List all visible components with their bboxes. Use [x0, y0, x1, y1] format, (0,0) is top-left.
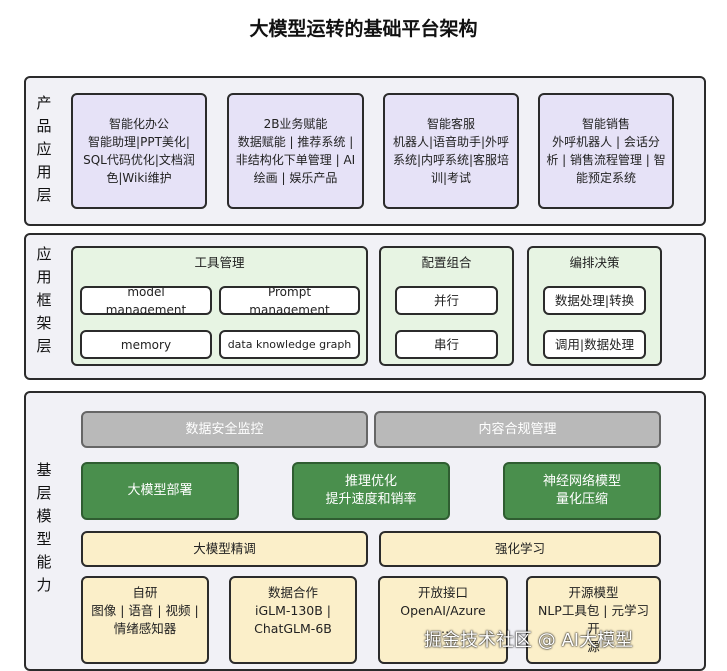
data-security-monitoring: 数据安全监控	[81, 411, 368, 448]
box-line: 非结构化下单管理 | AI	[235, 153, 356, 167]
orchestration-panel-title: 编排决策	[569, 255, 620, 270]
box-line: 源	[587, 639, 600, 654]
capability-quantization: 神经网络模型 量化压缩	[503, 462, 661, 520]
label-char: 应	[36, 140, 52, 158]
tools-panel-title: 工具管理	[194, 255, 245, 270]
tool-knowledge-graph: data knowledge graph	[219, 330, 360, 359]
watermark: 掘金技术社区 @ AI大模型	[424, 630, 634, 651]
box-line: 能预定系统	[575, 171, 636, 185]
framework-layer-label: 应 用 框 架 层	[33, 243, 55, 358]
box-line: OpenAI/Azure	[400, 603, 486, 618]
box-line: 外呼机器人 | 会话分	[552, 135, 660, 149]
label-char: 能	[36, 553, 52, 571]
config-panel-title: 配置组合	[421, 255, 472, 270]
label-char: 架	[36, 314, 52, 332]
content-compliance: 内容合规管理	[374, 411, 661, 448]
capability-inference: 推理优化 提升速度和销率	[292, 462, 450, 520]
box-title: 智能化办公	[108, 117, 169, 131]
label-char: 层	[36, 186, 52, 204]
source-inhouse: 自研 图像 | 语音 | 视频 | 情绪感知器	[81, 576, 209, 664]
box-line: …	[436, 621, 450, 636]
box-line: 量化压缩	[555, 492, 608, 507]
label-char: 框	[36, 291, 52, 309]
box-line: 神经网络模型	[542, 474, 621, 489]
label-char: 应	[36, 245, 52, 263]
product-box-service: 智能客服 机器人|语音助手|外呼 系统|内呼系统|客服培 训|考试	[383, 93, 519, 209]
box-line: 情绪感知器	[113, 621, 177, 636]
label-char: 用	[36, 268, 52, 286]
base-layer-label: 基 层 模 型 能 力	[33, 459, 55, 597]
tool-model-management: model management	[80, 286, 212, 315]
orchestration-invoke: 调用|数据处理	[543, 330, 646, 359]
box-line: ChatGLM-6B	[254, 621, 332, 636]
box-line: 智能助理|PPT美化|	[88, 135, 190, 149]
box-line: 提升速度和销率	[325, 492, 417, 507]
box-line: 系统|内呼系统|客服培	[392, 153, 510, 167]
box-line: 推理优化	[344, 474, 397, 489]
box-title: 自研	[132, 585, 158, 600]
box-title: 智能销售	[581, 117, 630, 131]
tool-prompt-management: Prompt management	[219, 286, 360, 315]
label-char: 力	[36, 576, 52, 594]
box-line: NLP工具包 | 元学习开	[537, 603, 649, 636]
label-char: 层	[36, 484, 52, 502]
box-line: 析 | 销售流程管理 | 智	[546, 153, 666, 167]
label-char: 模	[36, 507, 52, 525]
product-box-sales: 智能销售 外呼机器人 | 会话分 析 | 销售流程管理 | 智 能预定系统	[538, 93, 674, 209]
reinforcement-learning-box: 强化学习	[379, 531, 661, 567]
source-data-partnership: 数据合作 iGLM-130B | ChatGLM-6B	[229, 576, 357, 664]
box-title: 数据合作	[267, 585, 318, 600]
finetuning-box: 大模型精调	[81, 531, 368, 567]
box-title: 开源模型	[568, 585, 619, 600]
box-line: 大模型部署	[127, 483, 193, 498]
box-line: 图像 | 语音 | 视频 |	[91, 603, 199, 618]
box-line: 训|考试	[430, 171, 472, 185]
capability-deployment: 大模型部署	[81, 462, 239, 520]
orchestration-transform: 数据处理|转换	[543, 286, 646, 315]
diagram-title: 大模型运转的基础平台架构	[249, 18, 478, 40]
label-char: 层	[36, 337, 52, 355]
box-line: 绘画 | 娱乐产品	[253, 171, 338, 185]
tool-memory: memory	[80, 330, 212, 359]
box-title: 2B业务赋能	[263, 117, 328, 131]
box-line: SQL代码优化|文档润	[83, 153, 195, 167]
box-line: 机器人|语音助手|外呼	[392, 135, 510, 149]
label-char: 产	[36, 94, 52, 112]
label-char: 基	[36, 461, 52, 479]
source-open-source-models: 开源模型 NLP工具包 | 元学习开 源	[526, 576, 661, 664]
box-line: 数据赋能 | 推荐系统 |	[237, 135, 354, 149]
product-box-2b: 2B业务赋能 数据赋能 | 推荐系统 | 非结构化下单管理 | AI 绘画 | …	[227, 93, 364, 209]
label-char: 型	[36, 530, 52, 548]
config-serial: 串行	[395, 330, 498, 359]
config-parallel: 并行	[395, 286, 498, 315]
box-line: iGLM-130B |	[254, 603, 332, 618]
box-title: 开放接口	[417, 585, 468, 600]
product-box-office: 智能化办公 智能助理|PPT美化| SQL代码优化|文档润 色|Wiki维护	[71, 93, 207, 209]
box-title: 智能客服	[426, 117, 475, 131]
product-layer-label: 产 品 应 用 层	[33, 92, 55, 207]
box-line: 色|Wiki维护	[106, 171, 172, 185]
label-char: 用	[36, 163, 52, 181]
source-open-api: 开放接口 OpenAI/Azure …	[378, 576, 508, 664]
label-char: 品	[36, 117, 52, 135]
